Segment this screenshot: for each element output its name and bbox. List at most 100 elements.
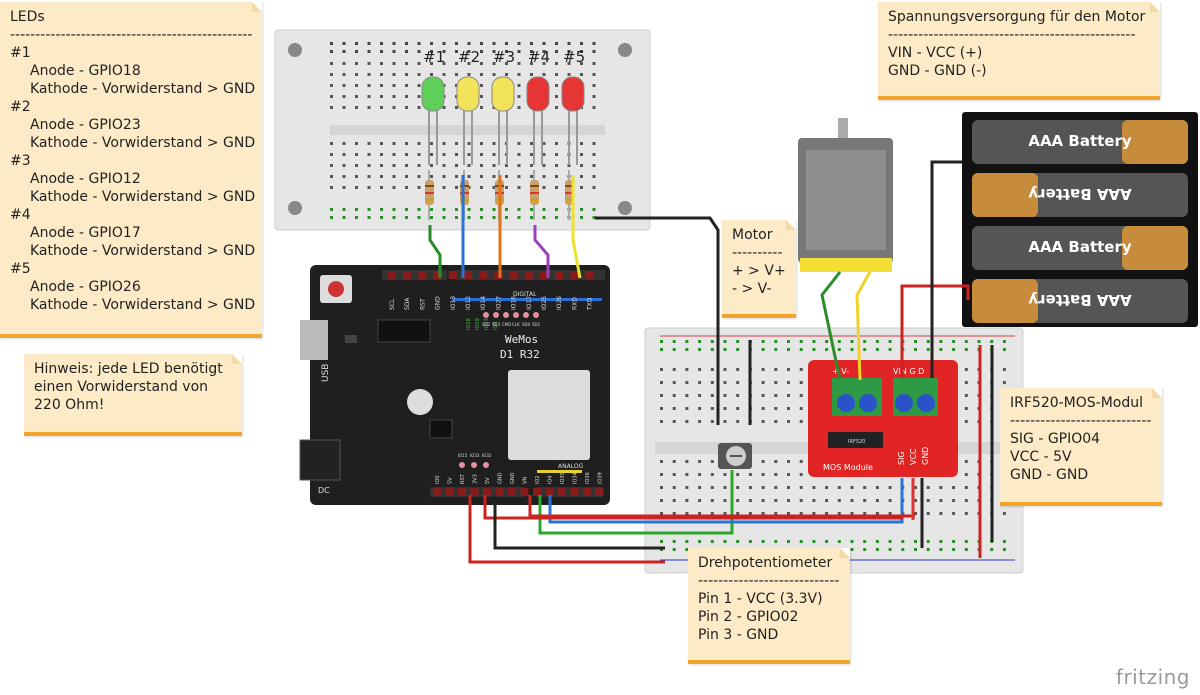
note-fold xyxy=(840,548,850,558)
board-bottom-pin-label: IO35 xyxy=(560,472,566,484)
led-item-number: #5 xyxy=(10,261,31,277)
led-5 xyxy=(561,76,585,165)
motor-note: Motor ---------- + > V+ - > V- xyxy=(722,220,796,318)
battery-label: AAA Battery xyxy=(1028,185,1132,203)
board-mid-label: IO23 xyxy=(484,318,490,330)
note-fold xyxy=(1150,2,1160,12)
board-bottom-pin-label: 5V xyxy=(448,477,454,484)
board-model: D1 R32 xyxy=(500,348,540,361)
leds-note-title: LEDs xyxy=(10,9,45,25)
led-item-cathode: Kathode - Vorwiderstand > GND xyxy=(30,243,256,259)
aaa-battery: AAA Battery xyxy=(972,226,1188,270)
led-label: #4 xyxy=(528,48,550,66)
led-item-anode: Anode - GPIO26 xyxy=(30,279,141,295)
resistor-1 xyxy=(425,170,434,220)
board-top-pin-label: IO17 xyxy=(526,296,533,310)
motor-note-line-1: + > V+ xyxy=(732,263,786,279)
mos-note-separator: ---------------------------- xyxy=(1010,413,1152,429)
aaa-battery: AAA Battery xyxy=(972,279,1188,323)
led-4 xyxy=(526,76,550,165)
board-bottom-pin-label: IO0 xyxy=(435,475,441,484)
led-3 xyxy=(491,76,515,165)
motor-note-line-2: - > V- xyxy=(732,281,772,297)
led-item-anode: Anode - GPIO12 xyxy=(30,171,141,187)
board-top-pin-label: IO13 xyxy=(450,296,457,310)
led-item-cathode: Kathode - Vorwiderstand > GND xyxy=(30,81,256,97)
board-spi-label: CLK xyxy=(512,322,520,327)
board-mid-label: IO18 xyxy=(466,318,472,330)
board-top-pin-label: TXD xyxy=(587,297,594,311)
mos-pin-label: SIG xyxy=(897,451,906,465)
fritzing-watermark: fritzing xyxy=(1115,665,1190,689)
battery-label: AAA Battery xyxy=(1028,238,1132,256)
board-top-pin-label: IO26 xyxy=(556,296,563,310)
led-item-cathode: Kathode - Vorwiderstand > GND xyxy=(30,135,256,151)
board-spi-label: SD2 xyxy=(482,322,491,327)
board-top-pin-label: IO14 xyxy=(480,296,487,310)
mos-note: IRF520-MOS-Modul -----------------------… xyxy=(1000,388,1162,506)
led-item-number: #3 xyxy=(10,153,31,169)
board-bottom-pin-label: 5V xyxy=(485,477,491,484)
led-item-number: #4 xyxy=(10,207,31,223)
mos-pin-label: VCC xyxy=(909,448,918,465)
board-top-pin-label: RXD xyxy=(571,297,578,310)
board-brand: WeMos xyxy=(505,333,538,346)
board-bottom-pin-label: IO39 xyxy=(598,472,604,484)
led-label: #1 xyxy=(423,48,445,66)
led-item-number: #1 xyxy=(10,45,31,61)
hint-line-2: einen Vorwiderstand von xyxy=(34,379,209,395)
wires xyxy=(428,160,994,564)
mos-note-line-2: VCC - 5V xyxy=(1010,449,1072,465)
board-bottom-pin-label: GND xyxy=(498,472,504,484)
led-label: #2 xyxy=(458,48,480,66)
poti-note: Drehpotentiometer ----------------------… xyxy=(688,548,850,664)
note-fold xyxy=(786,220,796,230)
note-fold xyxy=(252,2,262,12)
board-top-pin-label: IO25 xyxy=(541,296,548,310)
led-2 xyxy=(456,76,480,165)
mos-terminal-right: VIN G D xyxy=(893,367,924,376)
mos-terminal-left: + V- xyxy=(832,367,849,376)
mos-pin-label: GND xyxy=(921,447,930,465)
board-io-label: IO33 xyxy=(470,453,480,458)
board-bottom-pin-label: 3V3 xyxy=(473,474,479,484)
led-item-anode: Anode - GPIO18 xyxy=(30,63,141,79)
resistor-4 xyxy=(530,170,539,220)
board-top-pin-label: SDA xyxy=(404,297,411,310)
note-fold xyxy=(232,354,242,364)
led-label: #5 xyxy=(563,48,585,66)
mos-note-line-3: GND - GND xyxy=(1010,467,1089,483)
led-1 xyxy=(421,76,445,165)
hint-line-1: Hinweis: jede LED benötigt xyxy=(34,361,223,377)
aaa-battery: AAA Battery xyxy=(972,173,1188,217)
led-item-number: #2 xyxy=(10,99,31,115)
hint-note: Hinweis: jede LED benötigt einen Vorwide… xyxy=(24,354,242,436)
leds-note: LEDs -----------------------------------… xyxy=(0,2,262,338)
led-item-cathode: Kathode - Vorwiderstand > GND xyxy=(30,297,256,313)
motor-note-title: Motor xyxy=(732,227,773,243)
board-bottom-pin-label: RST xyxy=(460,473,466,484)
board-bottom-pin-label: IO36 xyxy=(585,472,591,484)
usb-label: USB xyxy=(321,364,331,382)
board-spi-label: SD1 xyxy=(532,322,541,327)
led-item-cathode: Kathode - Vorwiderstand > GND xyxy=(30,189,256,205)
board-spi-label: SD0 xyxy=(522,322,531,327)
mos-chip-label: IRF520 xyxy=(848,439,865,445)
dc-motor xyxy=(798,118,893,272)
potentiometer xyxy=(718,443,752,469)
led-item-anode: Anode - GPIO17 xyxy=(30,225,141,241)
board-bottom-pin-label: IO4 xyxy=(548,475,554,484)
motor-supply-note: Spannungsversorgung für den Motor ------… xyxy=(878,2,1160,100)
board-mid-label: IO5 xyxy=(493,321,499,330)
battery-label: AAA Battery xyxy=(1028,132,1132,150)
note-fold xyxy=(1152,388,1162,398)
mos-module-label: MOS Module xyxy=(823,463,873,472)
poti-note-title: Drehpotentiometer xyxy=(698,555,833,571)
board-top-pin-label: GND xyxy=(435,296,442,310)
board-spi-label: SD3 xyxy=(492,322,501,327)
leds-note-separator: ----------------------------------------… xyxy=(10,27,252,43)
